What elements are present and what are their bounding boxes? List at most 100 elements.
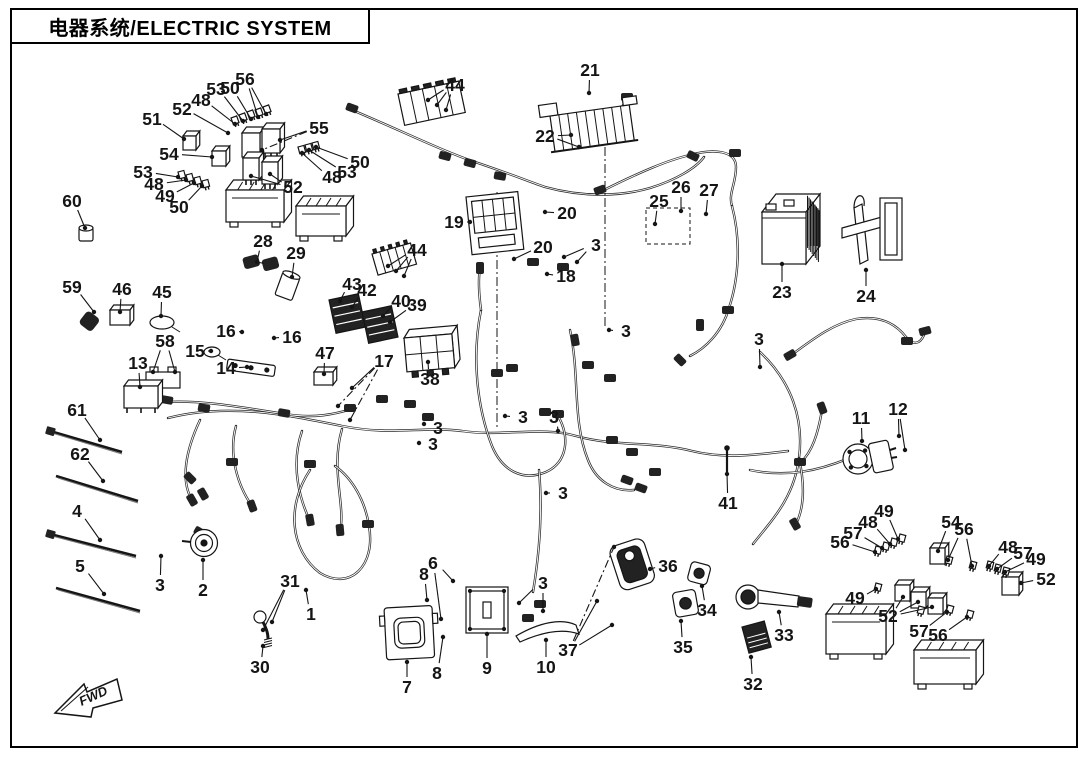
leader-line bbox=[159, 555, 162, 576]
leader-dot bbox=[306, 147, 312, 153]
callout-number: 3 bbox=[518, 407, 528, 427]
switch-35 bbox=[672, 589, 699, 618]
callout-number: 47 bbox=[315, 343, 334, 363]
harness-connector bbox=[404, 400, 416, 408]
harness-connector bbox=[305, 513, 315, 527]
leader-dot bbox=[986, 563, 992, 569]
leader-line bbox=[236, 95, 252, 120]
leader-dot bbox=[568, 132, 574, 138]
callout-48: 48 bbox=[191, 90, 238, 127]
leader-dot bbox=[255, 114, 261, 120]
leader-line bbox=[750, 656, 753, 675]
leader-dot bbox=[1002, 569, 1008, 575]
callout-number: 44 bbox=[445, 75, 465, 95]
leader-dot bbox=[450, 578, 456, 584]
leader-dot bbox=[200, 557, 206, 563]
leader-dot bbox=[100, 478, 106, 484]
callout-number: 48 bbox=[144, 174, 164, 194]
callout-number: 44 bbox=[407, 240, 427, 260]
fuse-box-upper-left bbox=[224, 178, 293, 228]
leader-line bbox=[899, 418, 906, 451]
callout-number: 57 bbox=[843, 523, 862, 543]
callout-number: 24 bbox=[856, 286, 876, 306]
callout-number: 41 bbox=[718, 493, 738, 513]
callout-number: 38 bbox=[420, 369, 440, 389]
detail-box bbox=[645, 207, 691, 245]
leader-dot bbox=[82, 225, 88, 231]
leader-line bbox=[899, 601, 919, 613]
leader-dot bbox=[561, 254, 567, 260]
leader-line bbox=[864, 537, 883, 549]
leader-dot bbox=[1018, 580, 1024, 586]
callout-number: 61 bbox=[67, 400, 87, 420]
relay-51 bbox=[181, 129, 201, 152]
harness-wire bbox=[475, 308, 567, 477]
leader-dot bbox=[594, 598, 600, 604]
leader-dot bbox=[945, 557, 951, 563]
callout-number: 20 bbox=[533, 237, 553, 257]
leader-dot bbox=[511, 256, 517, 262]
leader-line bbox=[988, 553, 1000, 567]
callout-2: 2 bbox=[198, 557, 208, 600]
callout-number: 50 bbox=[169, 197, 189, 217]
callout-3: 3 bbox=[421, 418, 443, 438]
leader-dot bbox=[859, 438, 865, 444]
callout-number: 49 bbox=[155, 186, 175, 206]
harness-connector bbox=[626, 448, 638, 456]
speed-sensor-30 bbox=[253, 610, 273, 648]
cable-tie-4 bbox=[45, 529, 137, 559]
callout-10: 10 bbox=[536, 637, 556, 677]
leader-dot bbox=[863, 267, 869, 273]
leader-line bbox=[387, 254, 406, 267]
leader-dot bbox=[248, 116, 254, 122]
leader-dot bbox=[424, 597, 430, 603]
harness-connector bbox=[593, 184, 607, 196]
ecu-7 bbox=[378, 605, 439, 661]
leader-dot bbox=[158, 313, 164, 319]
leader-dot bbox=[724, 471, 730, 477]
callout-33: 33 bbox=[774, 609, 794, 645]
leader-line bbox=[291, 262, 295, 278]
callout-number: 45 bbox=[152, 282, 172, 302]
relay-54 bbox=[210, 144, 231, 168]
bracket-14 bbox=[226, 358, 276, 377]
harness-wire bbox=[568, 328, 636, 492]
callout-59: 59 bbox=[62, 277, 97, 315]
harness-connector bbox=[539, 408, 551, 416]
callout-19: 19 bbox=[444, 212, 473, 232]
callout-number: 10 bbox=[536, 657, 556, 677]
harness-wire-highlight bbox=[351, 109, 705, 196]
cable-tie-61 bbox=[45, 426, 123, 455]
module-9 bbox=[465, 586, 509, 634]
leader-line bbox=[308, 149, 337, 168]
callout-number: 6 bbox=[428, 553, 438, 573]
callout-number: 29 bbox=[286, 243, 306, 263]
leader-dot bbox=[337, 298, 343, 304]
callout-49: 49 bbox=[845, 586, 879, 608]
leader-dot bbox=[994, 566, 1000, 572]
leader-line bbox=[251, 87, 267, 115]
callout-number: 50 bbox=[350, 152, 370, 172]
leader-line bbox=[948, 616, 968, 631]
leader-line bbox=[248, 88, 259, 118]
leader-dot bbox=[438, 616, 444, 622]
callout-29: 29 bbox=[286, 243, 306, 280]
leader-dot bbox=[887, 541, 893, 547]
callout-52: 52 bbox=[878, 594, 935, 626]
callout-38: 38 bbox=[420, 359, 440, 389]
callout-number: 49 bbox=[874, 501, 894, 521]
harness-connector bbox=[789, 517, 801, 531]
flasher-32 bbox=[741, 620, 772, 654]
leader-dot bbox=[289, 274, 295, 280]
callout-number: 48 bbox=[191, 90, 211, 110]
callout-3: 3 bbox=[543, 483, 568, 503]
connector-28 bbox=[242, 254, 280, 272]
callout-17: 17 bbox=[335, 351, 394, 423]
harness-connector bbox=[696, 319, 704, 331]
leader-dot bbox=[97, 437, 103, 443]
callout-49: 49 bbox=[155, 180, 197, 206]
leader-line bbox=[351, 367, 375, 389]
battery bbox=[760, 192, 822, 266]
callout-32: 32 bbox=[743, 654, 763, 694]
leader-dot bbox=[385, 263, 391, 269]
